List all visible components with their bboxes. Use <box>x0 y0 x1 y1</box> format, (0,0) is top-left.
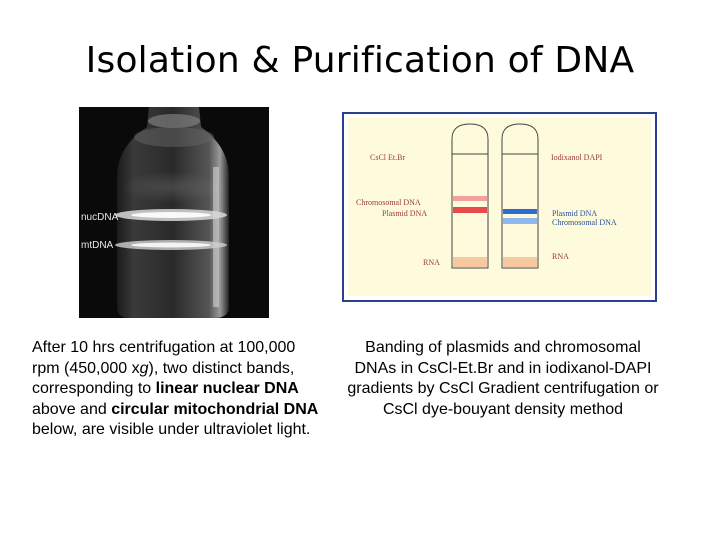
left-chromosomal-band <box>453 196 487 201</box>
left-caption-bold-2: circular mitochondrial DNA <box>111 400 319 418</box>
left-caption-g-italic: g <box>139 359 149 377</box>
left-caption-bold-1: linear nuclear DNA <box>155 380 299 397</box>
centrifuge-tube-photo: nucDNA mtDNA <box>79 107 269 318</box>
right-rna-label: RNA <box>552 252 569 261</box>
gradient-diagram: CsCl Et.Br Iodixanol DAPI Chromosomal DN… <box>342 112 657 302</box>
slide-title: Isolation & Purification of DNA <box>85 40 635 81</box>
right-chromosomal-band <box>503 218 537 224</box>
gradient-tubes-graphic <box>451 123 539 269</box>
left-tube-label: CsCl Et.Br <box>370 153 406 162</box>
left-caption: After 10 hrs centrifugation at 100,000 r… <box>32 338 322 441</box>
right-plasmid-label: Plasmid DNA <box>552 209 598 218</box>
right-chromosomal-label: Chromosomal DNA <box>552 218 617 227</box>
right-tube-label: Iodixanol DAPI <box>551 153 603 162</box>
right-plasmid-band <box>503 209 537 214</box>
nucdna-label: nucDNA <box>81 212 119 223</box>
left-caption-text-4: below, are visible under ultraviolet lig… <box>32 421 311 438</box>
left-chromosomal-label: Chromosomal DNA <box>356 198 421 207</box>
left-caption-text-2: ), two distinct bands, corresponding to <box>32 359 295 398</box>
left-plasmid-band <box>453 207 487 213</box>
left-rna-label: RNA <box>423 258 440 267</box>
right-caption: Banding of plasmids and chromosomal DNAs… <box>347 339 659 418</box>
diagram-background <box>348 118 651 296</box>
left-caption-text-3: above and <box>32 400 112 418</box>
left-caption-text-1: After 10 hrs centrifugation at 100,000 r… <box>32 339 296 377</box>
left-plasmid-label: Plasmid DNA <box>382 209 428 218</box>
tube-photo-graphic <box>115 107 229 318</box>
mtdna-label: mtDNA <box>81 240 114 251</box>
right-rna-band <box>503 257 537 267</box>
left-rna-band <box>453 257 487 267</box>
